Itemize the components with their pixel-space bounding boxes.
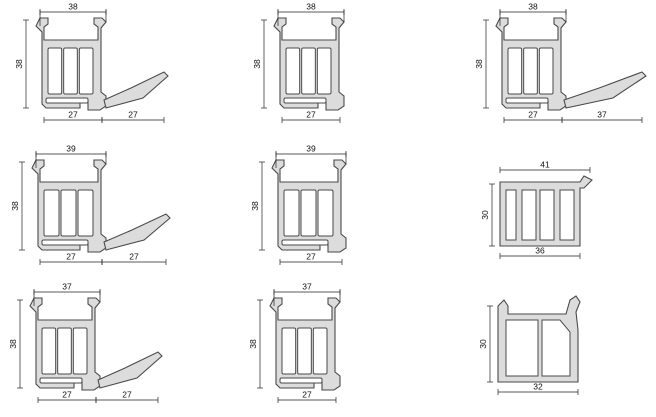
profile-chamber bbox=[538, 47, 554, 95]
profile-chamber bbox=[317, 189, 334, 237]
profile-1: 38 38 27 27 bbox=[14, 2, 169, 123]
bottom-left-dim-value: 27 bbox=[528, 110, 538, 120]
profile-chamber bbox=[285, 47, 301, 95]
bottom-left-dim-value: 27 bbox=[62, 390, 72, 400]
profile-6: 41 30 36 bbox=[480, 160, 593, 259]
profile-chamber bbox=[72, 327, 88, 375]
profile-chamber bbox=[63, 47, 78, 95]
profile-chamber bbox=[60, 189, 77, 237]
height-dim-value: 30 bbox=[480, 210, 490, 220]
width-dim-value: 37 bbox=[302, 282, 312, 292]
profile-chamber bbox=[281, 327, 297, 375]
profile-3: 38 38 27 37 bbox=[474, 2, 647, 123]
bottom-dim-value: 36 bbox=[535, 246, 545, 256]
sill-wing bbox=[103, 213, 171, 251]
width-dim-value: 38 bbox=[528, 2, 538, 12]
profile-chamber bbox=[521, 189, 537, 241]
height-dim-value: 38 bbox=[248, 339, 258, 349]
profile-lip bbox=[281, 239, 329, 246]
width-dim-value: 39 bbox=[306, 144, 316, 154]
width-dim-value: 38 bbox=[68, 2, 78, 12]
height-dim-value: 38 bbox=[10, 201, 20, 211]
bottom-left-dim-value: 27 bbox=[66, 252, 76, 262]
profile-chamber bbox=[505, 189, 517, 241]
width-dim-value: 39 bbox=[66, 144, 76, 154]
profile-9: 30 32 bbox=[478, 295, 581, 395]
profile-chamber bbox=[300, 189, 317, 237]
profile-chamber bbox=[43, 189, 60, 237]
profile-lip bbox=[45, 97, 89, 104]
profile-4: 39 38 27 27 bbox=[10, 144, 171, 265]
sill-wing bbox=[97, 351, 163, 389]
profile-8: 37 38 27 bbox=[248, 282, 341, 403]
bottom-right-dim-value: 27 bbox=[122, 390, 132, 400]
bottom-right-dim-value: 27 bbox=[129, 252, 139, 262]
profile-chamber bbox=[541, 319, 571, 377]
profile-chamber bbox=[312, 327, 328, 375]
sill-wing bbox=[563, 71, 647, 109]
width-dim-value: 41 bbox=[540, 160, 550, 170]
profile-lip bbox=[279, 377, 323, 384]
profile-chamber bbox=[78, 47, 94, 95]
profile-chamber bbox=[301, 47, 316, 95]
height-dim-value: 30 bbox=[478, 339, 488, 349]
profile-chamber bbox=[297, 327, 312, 375]
profile-7: 37 38 27 27 bbox=[8, 282, 163, 403]
profile-lip bbox=[41, 239, 89, 246]
bottom-right-dim-value: 27 bbox=[128, 110, 138, 120]
sill-wing bbox=[103, 71, 169, 109]
profile-chamber bbox=[507, 47, 523, 95]
bottom-dim-value: 32 bbox=[533, 382, 543, 392]
profile-chamber bbox=[47, 47, 63, 95]
bottom-dim-value: 27 bbox=[306, 110, 316, 120]
bottom-right-dim-value: 37 bbox=[597, 110, 607, 120]
width-dim-value: 38 bbox=[306, 2, 316, 12]
height-dim-value: 38 bbox=[474, 59, 484, 69]
profile-chamber bbox=[283, 189, 300, 237]
profile-lip bbox=[283, 97, 327, 104]
profile-chamber bbox=[316, 47, 332, 95]
bottom-left-dim-value: 27 bbox=[68, 110, 78, 120]
height-dim-value: 38 bbox=[250, 201, 260, 211]
profile-5: 39 38 27 bbox=[250, 144, 347, 265]
bottom-dim-value: 27 bbox=[306, 252, 316, 262]
height-dim-value: 38 bbox=[14, 59, 24, 69]
height-dim-value: 38 bbox=[8, 339, 18, 349]
profile-chamber bbox=[523, 47, 538, 95]
profile-chamber bbox=[505, 319, 539, 377]
profile-chamber bbox=[559, 189, 575, 241]
profile-lip bbox=[39, 377, 83, 384]
profile-chamber bbox=[41, 327, 57, 375]
profile-chamber bbox=[539, 189, 555, 241]
bottom-dim-value: 27 bbox=[302, 390, 312, 400]
profile-2: 38 38 27 bbox=[252, 2, 345, 123]
profile-lip bbox=[505, 97, 549, 104]
profile-chamber bbox=[77, 189, 94, 237]
width-dim-value: 37 bbox=[62, 282, 72, 292]
height-dim-value: 38 bbox=[252, 59, 262, 69]
profile-chamber bbox=[57, 327, 72, 375]
